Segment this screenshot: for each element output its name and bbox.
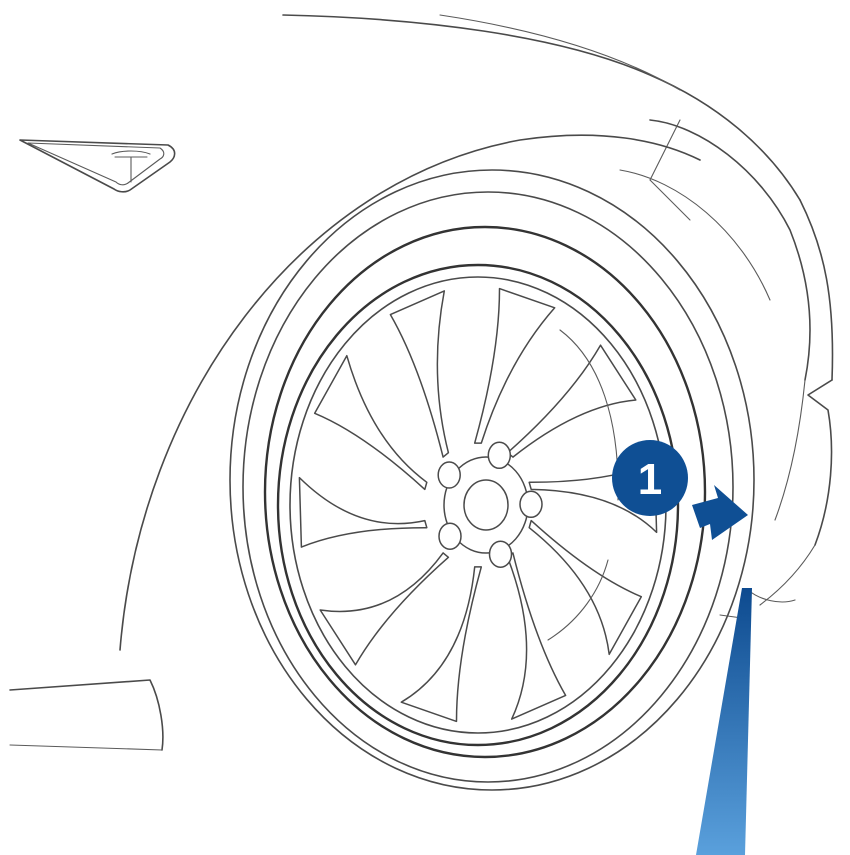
car-body [9, 14, 834, 751]
wheel-spoke [389, 290, 450, 458]
lug-nut [438, 522, 462, 550]
callout-number: 1 [638, 455, 662, 504]
wheel-spoke [313, 354, 428, 491]
lug-nut [437, 461, 461, 489]
tesla-logo-icon [111, 150, 151, 183]
pointer-beam [696, 588, 752, 855]
wheel-spoke [319, 552, 450, 666]
wheel-spoke [400, 566, 483, 723]
lug-nut [487, 441, 512, 470]
wheel-hub [437, 441, 543, 568]
arrow-right-icon [692, 485, 748, 540]
wheel-spoke [298, 476, 428, 548]
wheel-spoke [473, 287, 556, 444]
lug-nut [519, 490, 543, 519]
tire [229, 169, 755, 791]
lug-nut [488, 540, 513, 568]
lug-nuts [437, 441, 543, 568]
callout-1: 1 [612, 440, 748, 540]
wheel-spoke [506, 552, 567, 720]
wheel-spoke [528, 519, 643, 656]
wheel-spoke [506, 344, 637, 458]
wheel-spokes [298, 287, 658, 723]
callout-badge [612, 440, 688, 516]
center-cap [463, 479, 509, 531]
tesla-emblem [19, 139, 176, 193]
